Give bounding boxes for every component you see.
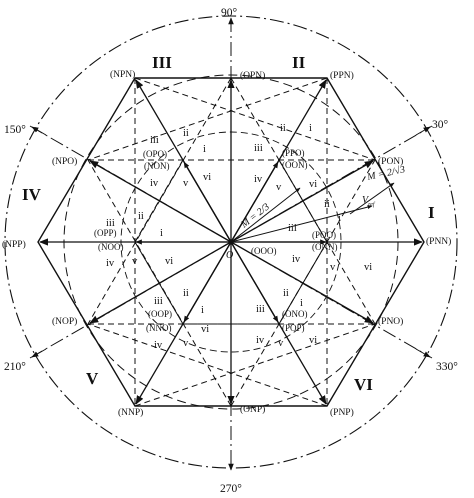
label-ono: (ONO): [282, 309, 308, 319]
origin-dot: [228, 239, 234, 245]
region-label: vi: [165, 256, 173, 267]
label-pno: (PNO): [378, 316, 403, 327]
label-opn: (OPN): [240, 70, 265, 81]
region-label: iii: [150, 135, 159, 146]
sector-III: III: [152, 53, 172, 72]
sector-II: II: [292, 53, 306, 72]
region-label: ii: [280, 123, 286, 134]
label-pon: (PON): [378, 156, 403, 167]
label-nnp: (NNP): [118, 407, 143, 418]
region-label: ii: [183, 128, 189, 139]
sector-IV: IV: [22, 185, 42, 204]
region-label: v: [330, 262, 336, 273]
vref-label: Vref: [362, 195, 376, 208]
region-label: v: [183, 178, 189, 189]
label-ppo: (PPO): [282, 148, 305, 158]
m-inner-label: M = 2/3: [238, 201, 271, 231]
region-label: v: [278, 338, 284, 349]
angle-90: 90°: [221, 7, 238, 19]
label-opp: (OPP): [94, 228, 117, 238]
region-label: ii: [138, 211, 144, 222]
region-label: ii: [324, 199, 330, 210]
angle-30: 30°: [432, 119, 449, 131]
m-outer-arrow: [349, 182, 395, 215]
label-onp: (ONP): [240, 404, 265, 415]
sector-I: I: [428, 203, 435, 222]
region-label: ii: [183, 288, 189, 299]
region-label: vi: [309, 335, 317, 346]
sector-V: V: [86, 369, 99, 388]
reference-vectors: [230, 182, 395, 243]
region-label: iv: [150, 178, 159, 189]
label-nop: (NOP): [52, 316, 77, 327]
region-label: iii: [106, 218, 115, 229]
label-pop: (POP): [282, 323, 305, 333]
label-pnn: (PNN): [426, 236, 451, 247]
region-label: iii: [256, 304, 265, 315]
angle-150: 150°: [4, 124, 26, 136]
axis-arrows: [31, 17, 431, 471]
region-label: vi: [364, 262, 372, 273]
label-oon: (OON): [282, 160, 308, 170]
region-label: v: [276, 182, 282, 193]
label-noo: (NOO): [98, 242, 124, 252]
region-label: vi: [201, 324, 209, 335]
region-label: i: [338, 213, 341, 224]
region-label: iii: [154, 296, 163, 307]
label-ooo: (OOO): [251, 246, 277, 256]
label-npo: (NPO): [52, 156, 77, 167]
region-label: iv: [106, 258, 115, 269]
region-label: iv: [256, 335, 265, 346]
vector-npo: [89, 160, 232, 243]
vref-arrow: [230, 205, 373, 243]
label-onn: (ONN): [312, 242, 338, 252]
sector-VI: VI: [354, 375, 373, 394]
region-label: vi: [309, 179, 317, 190]
label-non: (NON): [144, 161, 170, 171]
label-npn: (NPN): [110, 69, 135, 80]
label-npp: (NPP): [2, 239, 26, 250]
region-label: iv: [292, 254, 301, 265]
region-label: iii: [254, 143, 263, 154]
region-label: i: [160, 228, 163, 239]
region-label: vi: [203, 172, 211, 183]
label-pnp: (PNP): [330, 407, 354, 418]
m-inner-arrow: [230, 187, 301, 243]
region-label: v: [132, 256, 138, 267]
origin-label: O: [226, 250, 233, 261]
region-label: i: [300, 298, 303, 309]
label-oop: (OOP): [148, 309, 172, 319]
region-label: ii: [283, 288, 289, 299]
angle-330: 330°: [436, 361, 458, 373]
label-opo: (OPO): [143, 149, 167, 159]
vector-nop: [89, 241, 232, 324]
region-label: i: [201, 305, 204, 316]
vector-pno: [230, 241, 374, 324]
region-label: iii: [288, 223, 297, 234]
angle-210: 210°: [4, 361, 26, 373]
region-label: iv: [254, 174, 263, 185]
region-label: v: [183, 338, 189, 349]
vector-pon: [230, 160, 374, 243]
space-vectors: [39, 79, 423, 405]
region-label: i: [309, 123, 312, 134]
label-ppn: (PPN): [330, 70, 354, 81]
region-label: i: [203, 144, 206, 155]
label-poo: (POO): [312, 230, 336, 240]
region-label: iv: [154, 340, 163, 351]
label-nno: (NNO): [146, 323, 172, 333]
angle-270: 270°: [220, 483, 242, 495]
